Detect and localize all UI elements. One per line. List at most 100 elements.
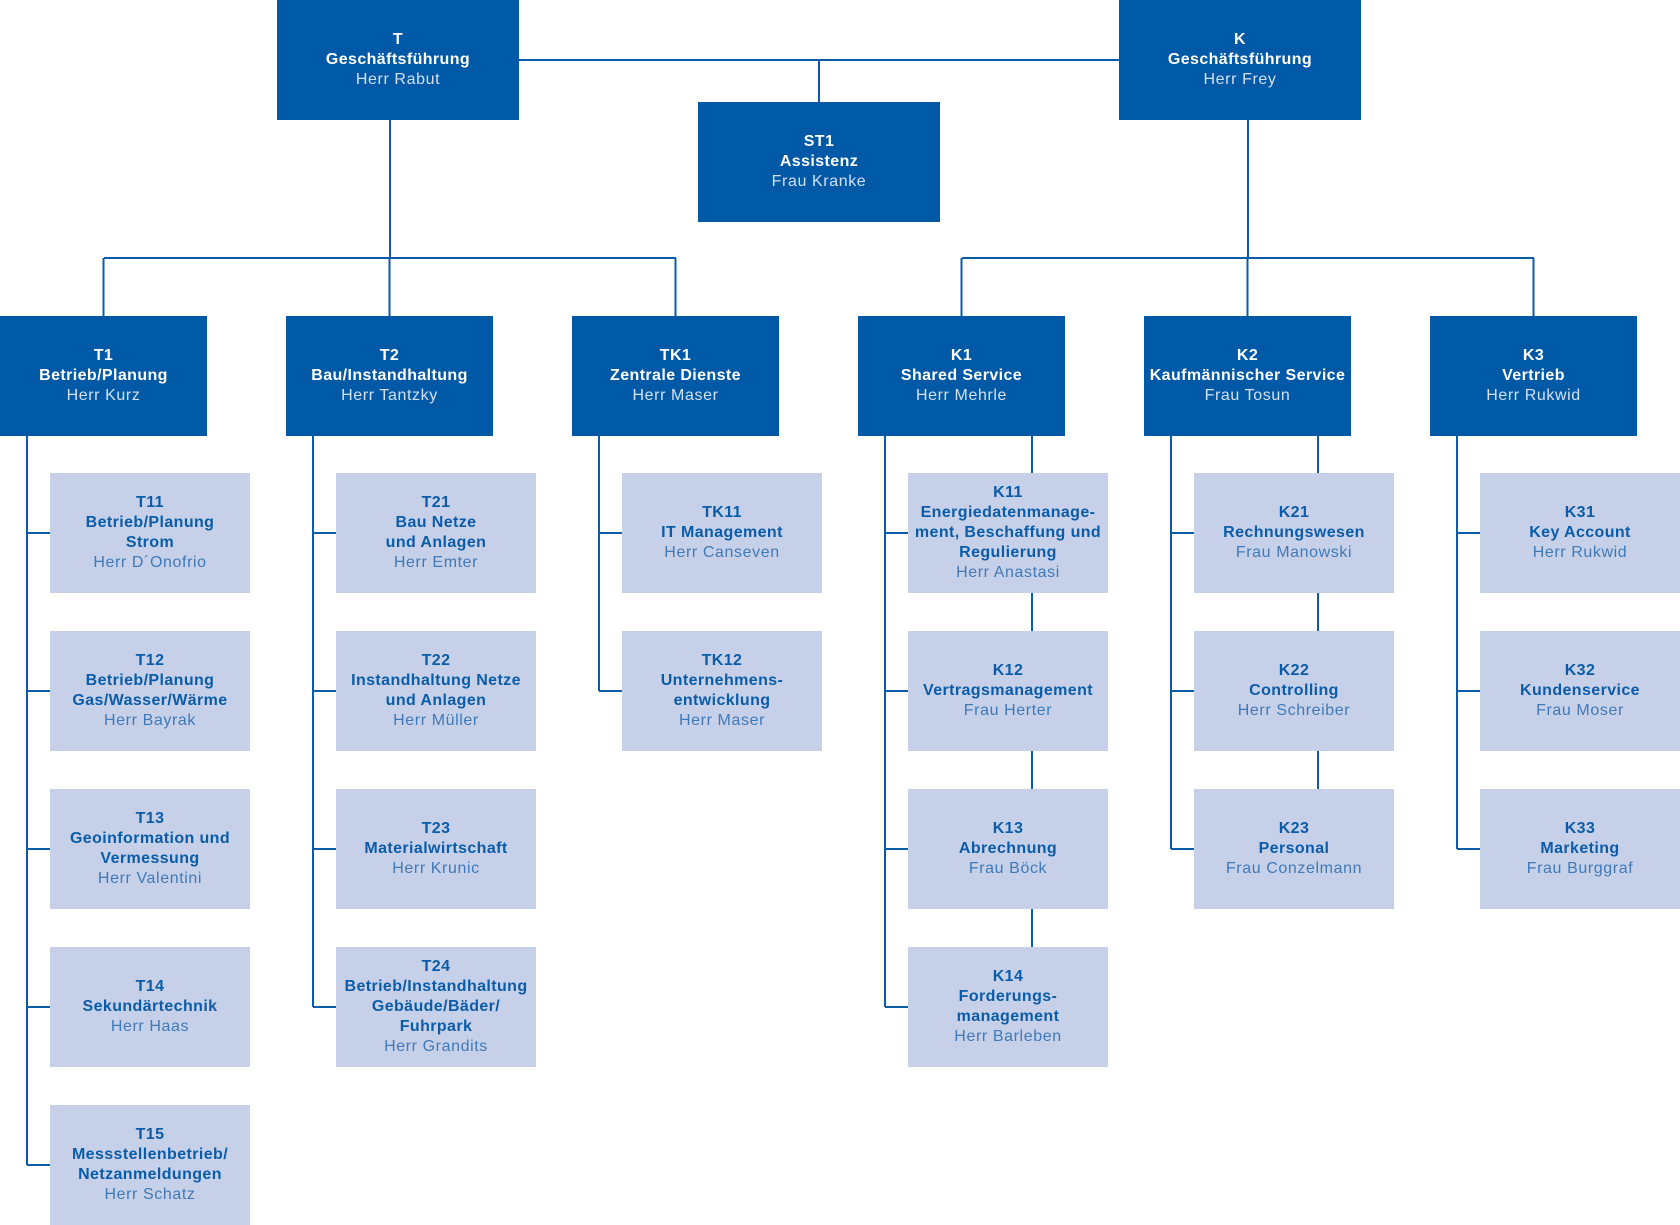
box-name: Betrieb/Planung [39,367,168,384]
box-code: T [392,31,404,48]
box-code: K23 [1278,820,1310,837]
box-person: Herr Maser [632,387,719,404]
box-person: Herr Rabut [355,71,441,88]
box-person: Frau Burggraf [1526,860,1634,877]
box-person: Herr Barleben [954,1028,1062,1045]
box-name: Messstellenbetrieb/ Netzanmeldungen [71,1146,229,1183]
box-name: Vertragsmanagement [923,682,1093,699]
box-person: Herr Maser [678,712,765,729]
box-person: Frau Herter [963,702,1053,719]
box-person: Herr Emter [393,554,479,571]
box-name: Geschäftsführung [1167,51,1313,68]
box-name: Zentrale Dienste [610,367,741,384]
box-code: T15 [135,1126,165,1143]
box-name: Controlling [1249,682,1339,699]
box-code: K [1234,31,1246,48]
box-code: K31 [1564,504,1596,521]
box-code: T23 [421,820,451,837]
box-person: Herr Frey [1203,71,1277,88]
box-code: TK1 [659,347,692,364]
box-code: K14 [992,968,1024,985]
box-name: IT Management [661,524,783,541]
box-code: K3 [1522,347,1545,364]
box-person: Herr Rukwid [1486,387,1581,404]
box-code: TK12 [701,652,743,669]
box-code: ST1 [803,133,835,150]
box-person: Herr Schatz [104,1186,196,1203]
box-name: Vertrieb [1502,367,1565,384]
box-name: Key Account [1529,524,1631,541]
box-name: Unternehmens- entwicklung [660,672,784,709]
box-person: Herr Schreiber [1237,702,1351,719]
box-person: Frau Kranke [771,173,867,190]
box-name: Personal [1258,840,1330,857]
box-code: K2 [1236,347,1259,364]
box-person: Herr Rukwid [1532,544,1628,561]
box-name: Betrieb/Planung Strom [85,514,215,551]
box-person: Herr Mehrle [915,387,1008,404]
box-person: Herr Müller [393,712,479,729]
box-code: K13 [992,820,1024,837]
box-person: Herr Anastasi [956,564,1060,581]
box-person: Frau Tosun [1204,387,1291,404]
box-name: Betrieb/Instandhaltung Gebäude/Bäder/ Fu… [344,978,528,1035]
box-code: T12 [135,652,165,669]
box-person: Frau Moser [1536,702,1624,719]
box-code: K32 [1564,662,1596,679]
box-code: T21 [421,494,451,511]
box-code: T11 [136,494,164,511]
box-name: Energiedatenmanage- ment, Beschaffung un… [914,504,1102,561]
box-code: T14 [135,978,165,995]
box-code: T22 [421,652,451,669]
box-person: Herr D´Onofrio [93,554,207,571]
box-code: K1 [950,347,973,364]
box-code: K21 [1278,504,1310,521]
box-name: Instandhaltung Netze und Anlagen [351,672,521,709]
box-code: K22 [1278,662,1310,679]
box-name: Betrieb/Planung Gas/Wasser/Wärme [72,672,228,709]
box-person: Herr Krunic [392,860,480,877]
box-name: Shared Service [900,367,1023,384]
box-person: Herr Valentini [97,870,203,887]
box-name: Bau Netze und Anlagen [385,514,487,551]
box-code: K12 [992,662,1024,679]
box-code: T2 [379,347,400,364]
box-code: T13 [135,810,165,827]
box-name: Rechnungswesen [1223,524,1365,541]
box-person: Herr Kurz [66,387,141,404]
box-code: K33 [1564,820,1596,837]
box-name: Assistenz [779,153,859,170]
box-name: Sekundärtechnik [82,998,218,1015]
box-person: Frau Böck [968,860,1048,877]
box-code: T24 [421,958,451,975]
box-name: Materialwirtschaft [364,840,508,857]
box-person: Herr Grandits [384,1038,488,1055]
